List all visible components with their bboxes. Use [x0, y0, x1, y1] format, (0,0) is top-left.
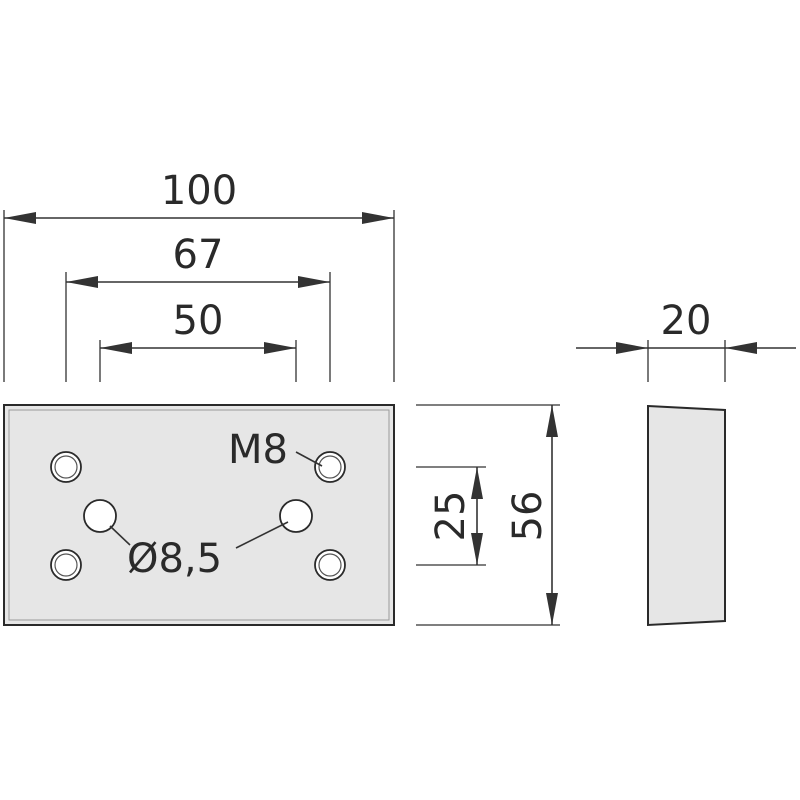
vertical-dimensions: 25 56	[416, 404, 560, 626]
dim-threaded-hole-spacing: 67	[173, 232, 224, 278]
leader-line-bore	[109, 525, 131, 546]
side-view: 20	[576, 298, 796, 627]
front-view: M8 Ø8,5	[3, 404, 395, 626]
threaded-hole	[314, 549, 346, 581]
horizontal-dimensions: 100 67 50	[3, 168, 395, 382]
through-hole	[83, 499, 117, 533]
dim-through-hole-spacing: 50	[173, 298, 224, 344]
dim-hole-row-spacing: 25	[428, 491, 474, 542]
leader-line-bore	[235, 521, 289, 549]
dim-overall-height: 56	[505, 491, 551, 542]
threaded-hole	[314, 451, 346, 483]
plate-side	[647, 404, 726, 627]
leader-line-m8	[295, 451, 323, 467]
through-hole	[279, 499, 313, 533]
bore-label: Ø8,5	[127, 536, 222, 582]
threaded-hole	[50, 549, 82, 581]
dim-thickness: 20	[661, 298, 712, 344]
thread-label: M8	[228, 427, 288, 473]
threaded-hole	[50, 451, 82, 483]
plate-front-bevel	[8, 409, 390, 621]
plate-front	[3, 404, 395, 626]
dim-overall-length: 100	[161, 168, 237, 214]
